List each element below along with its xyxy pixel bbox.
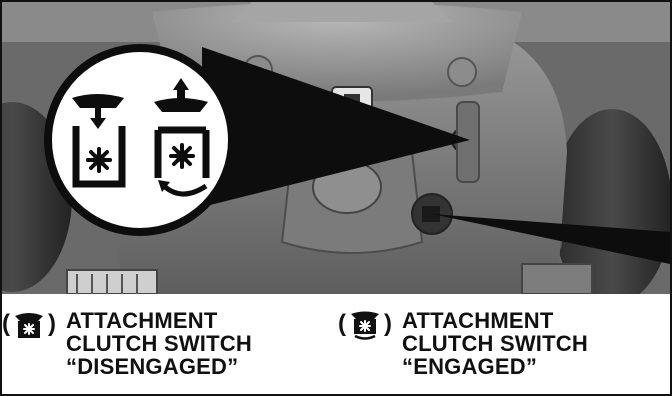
- engaged-line-2: CLUTCH SWITCH: [402, 331, 588, 356]
- callout-pointer-upper: [202, 47, 470, 207]
- caption-engaged: ( ) ATTACHMENT CLUTCH SWITCH “ENGAGED”: [338, 298, 670, 390]
- engaged-label: ATTACHMENT CLUTCH SWITCH “ENGAGED”: [402, 309, 588, 378]
- callout-pointer-lower: [432, 214, 670, 264]
- close-paren: ): [384, 310, 392, 337]
- clutch-disengaged-icon: [11, 310, 47, 345]
- clutch-engaged-icon: [347, 310, 383, 345]
- engaged-line-1: ATTACHMENT: [402, 308, 554, 333]
- tractor-dash-photo: [2, 2, 670, 294]
- disengaged-label: ATTACHMENT CLUTCH SWITCH “DISENGAGED”: [66, 309, 252, 378]
- open-paren: (: [338, 310, 346, 337]
- left-footrest: [66, 269, 158, 294]
- clutch-engaged-icon: [154, 78, 210, 197]
- caption-disengaged: ( ) ATTACHMENT CLUTCH SWITCH “DISENGAGED…: [2, 298, 332, 390]
- disengaged-line-2: CLUTCH SWITCH: [66, 331, 252, 356]
- clutch-callout: [44, 44, 236, 236]
- clutch-disengaged-icon: [72, 94, 126, 188]
- right-footrest: [521, 263, 593, 294]
- engaged-line-3: “ENGAGED”: [402, 354, 538, 379]
- open-paren: (: [2, 310, 10, 337]
- disengaged-line-1: ATTACHMENT: [66, 308, 218, 333]
- close-paren: ): [48, 310, 56, 337]
- disengaged-line-3: “DISENGAGED”: [66, 354, 239, 379]
